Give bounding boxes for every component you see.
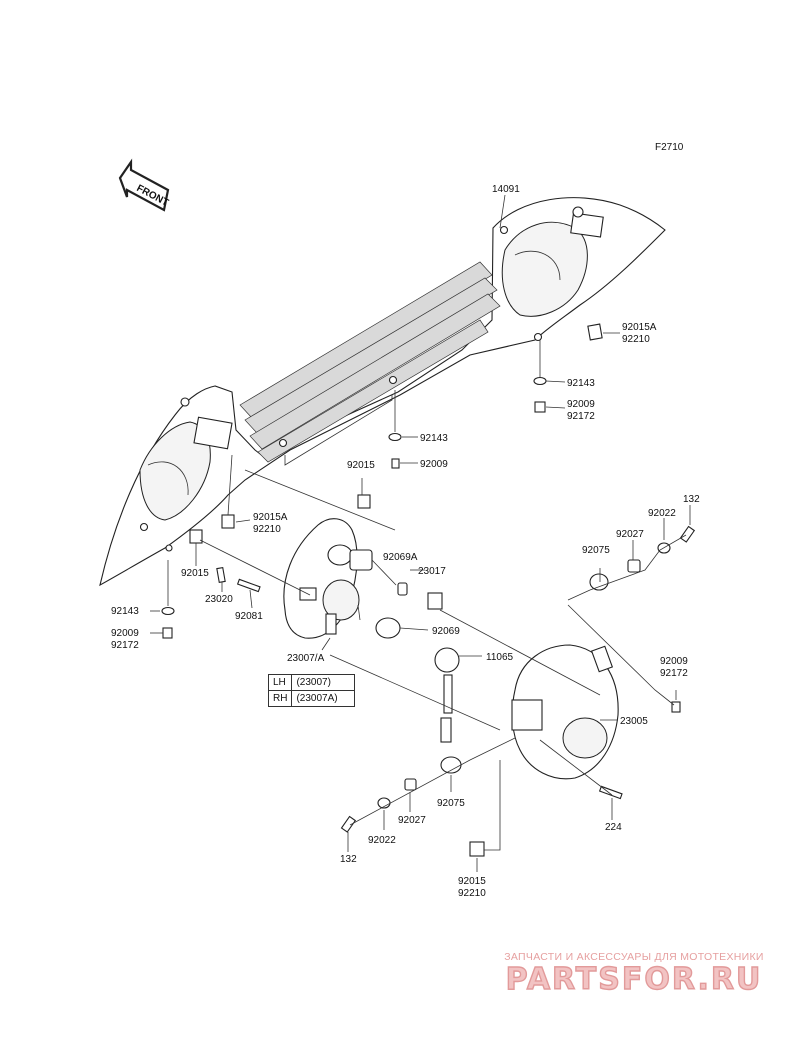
label-132-lower: 132 <box>340 854 357 865</box>
table-cell-code: (23007) <box>291 674 356 691</box>
label-92143-left: 92143 <box>111 606 139 617</box>
label-224: 224 <box>605 822 622 833</box>
rear-housing <box>511 644 619 780</box>
label-92172-right: 92172 <box>567 411 595 422</box>
label-92027-lower: 92027 <box>398 815 426 826</box>
label-23020: 23020 <box>205 594 233 605</box>
diagram-code: F2710 <box>655 142 684 153</box>
label-92210-right: 92210 <box>622 334 650 345</box>
headlight-unit <box>283 518 360 639</box>
watermark-brand-logo: PARTSFOR.RU <box>505 962 763 997</box>
part-number-labels: 14091 92015A 92210 92143 92009 92172 921… <box>111 184 700 899</box>
label-92022-lower: 92022 <box>368 835 396 846</box>
headlight-cowl <box>99 197 666 587</box>
label-92069A: 92069A <box>383 552 418 563</box>
label-132-upper: 132 <box>683 494 700 505</box>
cowl-grille <box>239 261 501 463</box>
front-arrow-icon: FRONT <box>118 158 170 212</box>
watermark: ЗАПЧАСТИ И АКСЕССУАРЫ ДЛЯ МОТОТЕХНИКИ PA… <box>484 951 784 997</box>
table-row: RH (23007A) <box>267 690 356 707</box>
watermark-tagline: ЗАПЧАСТИ И АКСЕССУАРЫ ДЛЯ МОТОТЕХНИКИ <box>504 951 764 963</box>
label-14091: 14091 <box>492 184 520 195</box>
label-92172-left: 92172 <box>111 640 139 651</box>
label-92172-far-right: 92172 <box>660 668 688 679</box>
label-92015-center: 92015 <box>347 460 375 471</box>
label-92009-far-right: 92009 <box>660 656 688 667</box>
label-23007A: 23007/A <box>287 653 325 664</box>
label-92009-right: 92009 <box>567 399 595 410</box>
label-92009-left: 92009 <box>111 628 139 639</box>
label-11065: 11065 <box>486 652 514 663</box>
label-92009-center: 92009 <box>420 459 448 470</box>
label-23017: 23017 <box>418 566 446 577</box>
label-92069: 92069 <box>432 626 460 637</box>
label-92027-upper: 92027 <box>616 529 644 540</box>
label-92022-upper: 92022 <box>648 508 676 519</box>
lh-rh-table: LH (23007) RH (23007A) <box>267 674 356 707</box>
leader-lines <box>150 194 691 872</box>
label-92015A-right: 92015A <box>622 322 657 333</box>
label-92015A-left: 92015A <box>253 512 288 523</box>
label-92081: 92081 <box>235 611 263 622</box>
label-92075-upper: 92075 <box>582 545 610 556</box>
label-92210-left: 92210 <box>253 524 281 535</box>
label-92075-lower: 92075 <box>437 798 465 809</box>
table-cell-code: (23007A) <box>291 690 356 707</box>
bulb-sockets <box>349 549 460 743</box>
label-92015-bottom: 92015 <box>458 876 486 887</box>
table-cell-side: RH <box>267 690 293 707</box>
label-92015-left: 92015 <box>181 568 209 579</box>
table-row: LH (23007) <box>267 674 356 691</box>
table-cell-side: LH <box>267 674 293 691</box>
label-23005: 23005 <box>620 716 648 727</box>
label-92210-bottom: 92210 <box>458 888 486 899</box>
label-92143-right: 92143 <box>567 378 595 389</box>
label-92143-center: 92143 <box>420 433 448 444</box>
